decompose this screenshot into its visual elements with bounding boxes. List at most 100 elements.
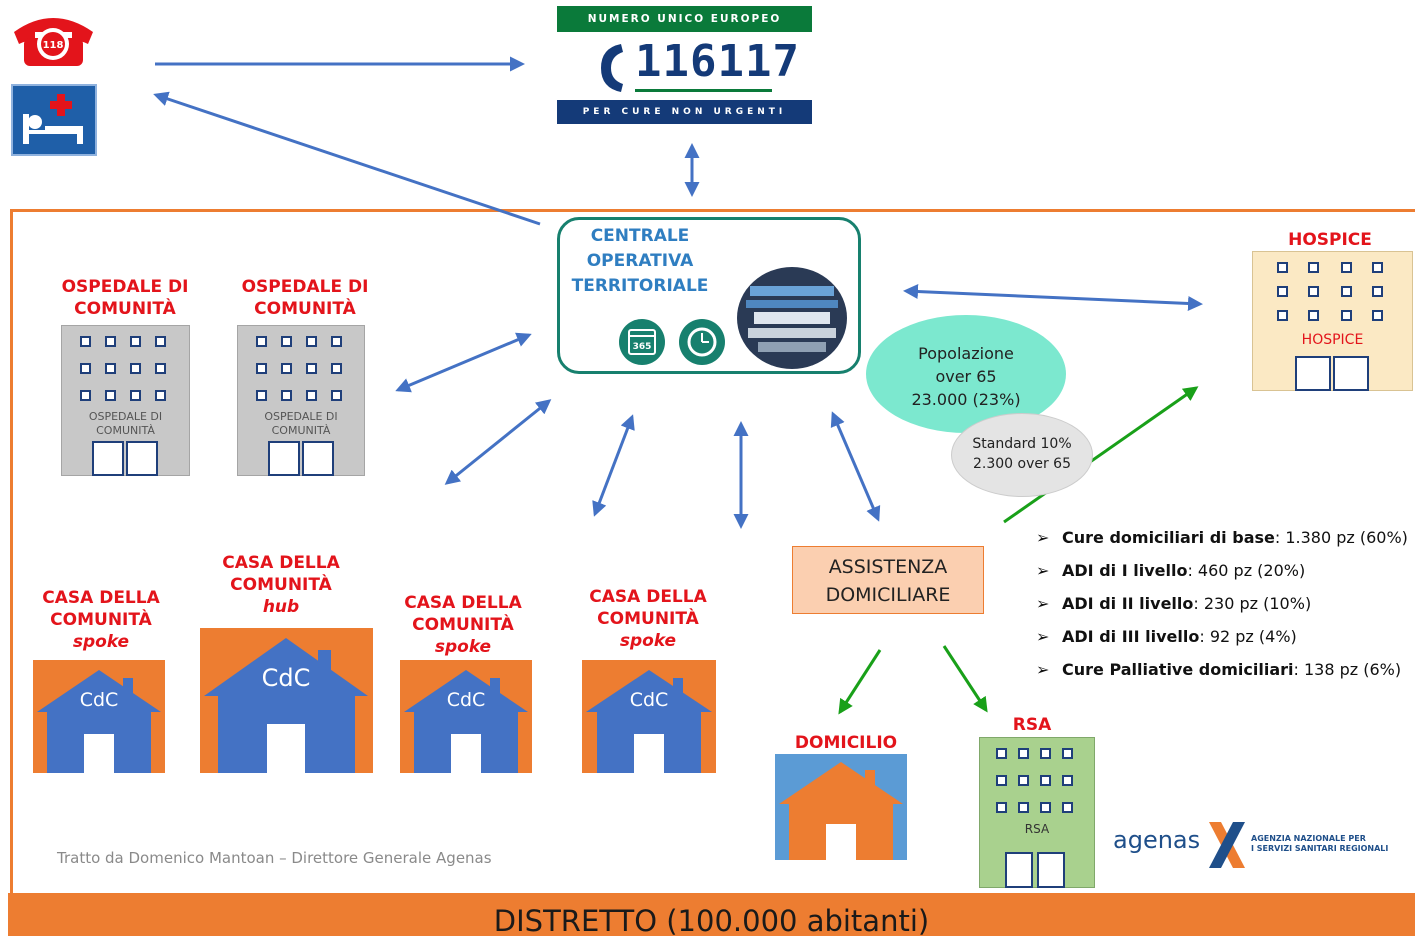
ospedale-1-sign: OSPEDALE DI COMUNITÀ	[62, 410, 189, 438]
cdc-3-label: CdC	[447, 689, 486, 711]
cdc-1-label: CdC	[80, 689, 119, 711]
agenas-tagline: AGENZIA NAZIONALE PER I SERVIZI SANITARI…	[1251, 834, 1388, 854]
list-item: ➢ADI di III livello: 92 pz (4%)	[1036, 623, 1408, 656]
ospedale-2-sign-line2: COMUNITÀ	[271, 424, 331, 437]
ospedale-2-title: OSPEDALE DI COMUNITÀ	[230, 276, 380, 320]
control-room-photo	[737, 267, 847, 369]
bullet-2-bold: ADI di I livello	[1062, 561, 1188, 580]
calendar-365-icon: 365	[619, 319, 665, 365]
rsa-title: RSA	[1012, 715, 1052, 735]
cdc-1-house-icon: CdC	[33, 660, 165, 773]
cdc-2-label: CdC	[262, 664, 311, 692]
assistenza-line2: DOMICILIARE	[825, 584, 951, 606]
arrow-cot-cdc-spoke1	[592, 414, 635, 517]
cdc-4-label: CdC	[630, 689, 669, 711]
ospedale-2-title-line1: OSPEDALE DI	[241, 277, 369, 297]
cot-title-line1: CENTRALE	[590, 226, 690, 246]
calendar-365-label: 365	[633, 342, 652, 352]
clock-24h-icon	[679, 319, 725, 365]
assistenza-domiciliare-box: ASSISTENZA DOMICILIARE	[792, 546, 984, 614]
bullet-5-bold: Cure Palliative domiciliari	[1062, 660, 1294, 679]
bullet-5-rest: : 138 pz (6%)	[1293, 660, 1402, 679]
bullet-1-rest: : 1.380 pz (60%)	[1274, 528, 1408, 547]
cdc-2-title-line1: CASA DELLA	[222, 553, 340, 573]
ospedale-1-sign-line1: OSPEDALE DI	[88, 410, 163, 423]
cot-title: CENTRALE OPERATIVA TERRITORIALE	[560, 224, 720, 299]
agenas-x-icon	[1209, 822, 1245, 868]
domicilio-title: DOMICILIO	[794, 733, 898, 753]
nue-underline	[635, 89, 772, 92]
arrow-cot-to-bed	[153, 91, 541, 226]
distretto-footer: DISTRETTO (100.000 abitanti)	[8, 893, 1415, 938]
cdc-2-type: hub	[262, 597, 300, 617]
bullet-2-rest: : 460 pz (20%)	[1187, 561, 1306, 580]
arrow-green-rsa	[942, 645, 988, 713]
hospice-building: HOSPICE	[1252, 251, 1413, 391]
agenas-tagline-line1: AGENZIA NAZIONALE PER	[1251, 834, 1366, 843]
ospedale-2-sign: OSPEDALE DI COMUNITÀ	[238, 410, 364, 438]
ospedale-1-title-line2: COMUNITÀ	[74, 299, 176, 319]
cdc-4-title-line2: COMUNITÀ	[597, 609, 699, 629]
rsa-sign: RSA	[1024, 822, 1050, 836]
cdc-2-title: CASA DELLA COMUNITÀ hub	[210, 552, 352, 618]
list-item: ➢ADI di I livello: 460 pz (20%)	[1036, 557, 1408, 590]
phone-118-icon: 118	[10, 10, 97, 68]
credit-text: Tratto da Domenico Mantoan – Direttore G…	[57, 849, 492, 867]
arrow-green-domicilio	[838, 649, 882, 715]
bullet-3-rest: : 230 pz (10%)	[1193, 594, 1312, 613]
ospedale-1-sign-line2: COMUNITÀ	[96, 424, 155, 437]
agenas-wordmark: agenas	[1113, 826, 1201, 854]
home-icon	[775, 754, 907, 860]
phone-handset-icon	[601, 44, 623, 92]
ospedale-1-building: OSPEDALE DI COMUNITÀ	[61, 325, 190, 476]
ospedale-2-sign-line1: OSPEDALE DI	[264, 410, 338, 423]
cdc-3-title: CASA DELLA COMUNITÀ spoke	[392, 592, 534, 658]
agenas-logo: agenas AGENZIA NAZIONALE PER I SERVIZI S…	[1113, 818, 1403, 872]
list-item: ➢Cure Palliative domiciliari: 138 pz (6%…	[1036, 656, 1408, 689]
agenas-tagline-line2: I SERVIZI SANITARI REGIONALI	[1251, 844, 1389, 853]
nue-number: 116117	[635, 36, 800, 87]
distretto-label: DISTRETTO (100.000 abitanti)	[493, 904, 930, 938]
cdc-2-house-icon: CdC	[200, 628, 373, 773]
hospital-bed-icon	[11, 84, 97, 156]
standard-bubble: Standard 10% 2.300 over 65	[951, 413, 1093, 497]
centrale-operativa-territoriale: CENTRALE OPERATIVA TERRITORIALE 365	[557, 217, 861, 374]
rsa-building: RSA	[979, 737, 1095, 888]
arrow-cot-hospice	[903, 284, 1203, 311]
cot-title-line3: TERRITORIALE	[571, 276, 709, 296]
cdc-4-house-icon: CdC	[582, 660, 716, 773]
population-line2: over 65	[935, 367, 997, 386]
cdc-3-title-line1: CASA DELLA	[404, 593, 522, 613]
standard-line2: 2.300 over 65	[972, 456, 1071, 472]
district-frame	[10, 209, 1415, 899]
bullet-3-bold: ADI di II livello	[1062, 594, 1194, 613]
arrow-cot-cdc-hub	[444, 399, 552, 485]
cdc-3-type: spoke	[434, 637, 492, 657]
list-item: ➢Cure domiciliari di base: 1.380 pz (60%…	[1036, 524, 1408, 557]
nue-116117-logo: NUMERO UNICO EUROPEO 116117 PER CURE NON…	[557, 6, 812, 124]
nue-top-text: NUMERO UNICO EUROPEO	[557, 6, 812, 32]
cot-title-line2: OPERATIVA	[586, 251, 694, 271]
arrow-cot-odc	[395, 332, 532, 393]
cdc-4-title-line1: CASA DELLA	[589, 587, 707, 607]
ospedale-2-title-line2: COMUNITÀ	[254, 299, 356, 319]
cdc-1-type: spoke	[72, 632, 130, 652]
nue-number-panel	[557, 32, 812, 100]
cdc-1-title-line1: CASA DELLA	[42, 588, 160, 608]
ospedale-1-title: OSPEDALE DI COMUNITÀ	[50, 276, 200, 320]
nue-bottom-text: PER CURE NON URGENTI	[557, 100, 812, 124]
population-line3: 23.000 (23%)	[911, 390, 1021, 409]
population-line1: Popolazione	[918, 344, 1014, 363]
assistenza-line1: ASSISTENZA	[828, 556, 948, 578]
bullet-1-bold: Cure domiciliari di base	[1062, 528, 1275, 547]
cdc-1-title: CASA DELLA COMUNITÀ spoke	[30, 587, 172, 653]
cdc-4-type: spoke	[619, 631, 677, 651]
hospice-title: HOSPICE	[1288, 230, 1372, 250]
assistenza-breakdown-list: ➢Cure domiciliari di base: 1.380 pz (60%…	[1036, 524, 1408, 689]
cdc-4-title: CASA DELLA COMUNITÀ spoke	[577, 586, 719, 652]
bullet-4-bold: ADI di III livello	[1062, 627, 1200, 646]
cdc-1-title-line2: COMUNITÀ	[50, 610, 152, 630]
phone-118-label: 118	[43, 40, 64, 51]
standard-line1: Standard 10%	[972, 436, 1072, 452]
